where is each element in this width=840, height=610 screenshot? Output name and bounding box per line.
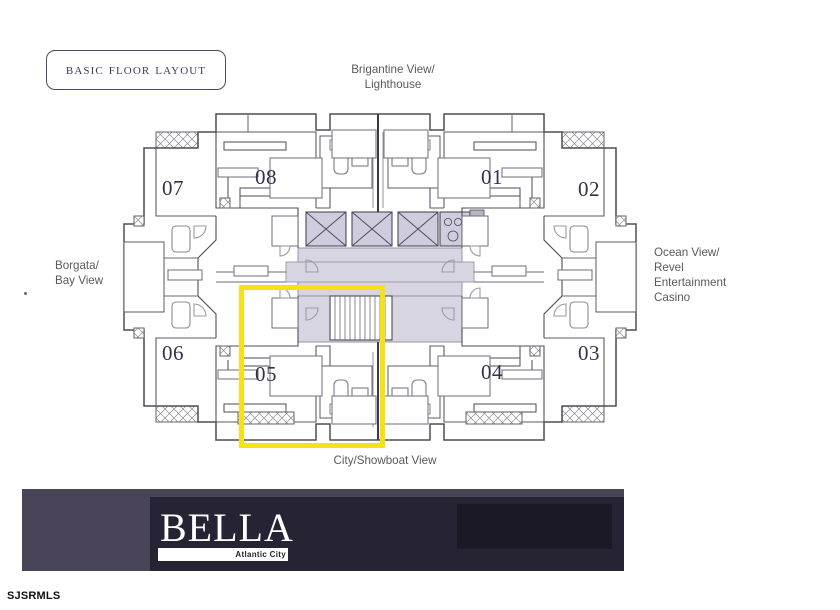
orientation-label-left: Borgata/ Bay View (55, 259, 104, 287)
floor-plan-drawing (120, 112, 640, 442)
unit-label-05: 05 (255, 362, 277, 386)
unit-label-07: 07 (162, 176, 184, 200)
unit-label-06: 06 (162, 341, 184, 365)
unit-label-04: 04 (481, 360, 503, 384)
unit-label-08: 08 (255, 165, 277, 189)
bella-logo-subtitle: Atlantic City (235, 550, 286, 559)
unit-label-02: 02 (578, 177, 600, 201)
banner-dark-block (457, 504, 612, 549)
orientation-label-top: Brigantine View/ Lighthouse (351, 63, 435, 91)
unit-label-03: 03 (578, 341, 600, 365)
bella-wordmark: BELLA (160, 505, 294, 550)
title-badge: Basic Floor Layout (46, 50, 226, 90)
margin-dot (24, 292, 27, 295)
unit-highlight-rectangle (239, 285, 385, 448)
orientation-label-bottom: City/Showboat View (333, 454, 437, 467)
bella-logo-bar (158, 548, 288, 561)
bella-banner (22, 489, 624, 571)
unit-label-01: 01 (481, 165, 503, 189)
orientation-label-right: Ocean View/ Revel Entertainment Casino (654, 246, 727, 304)
title-badge-label: Basic Floor Layout (65, 61, 207, 78)
bella-logo: BELLA Atlantic City (158, 505, 294, 564)
mls-watermark: SJSRMLS (7, 590, 61, 602)
